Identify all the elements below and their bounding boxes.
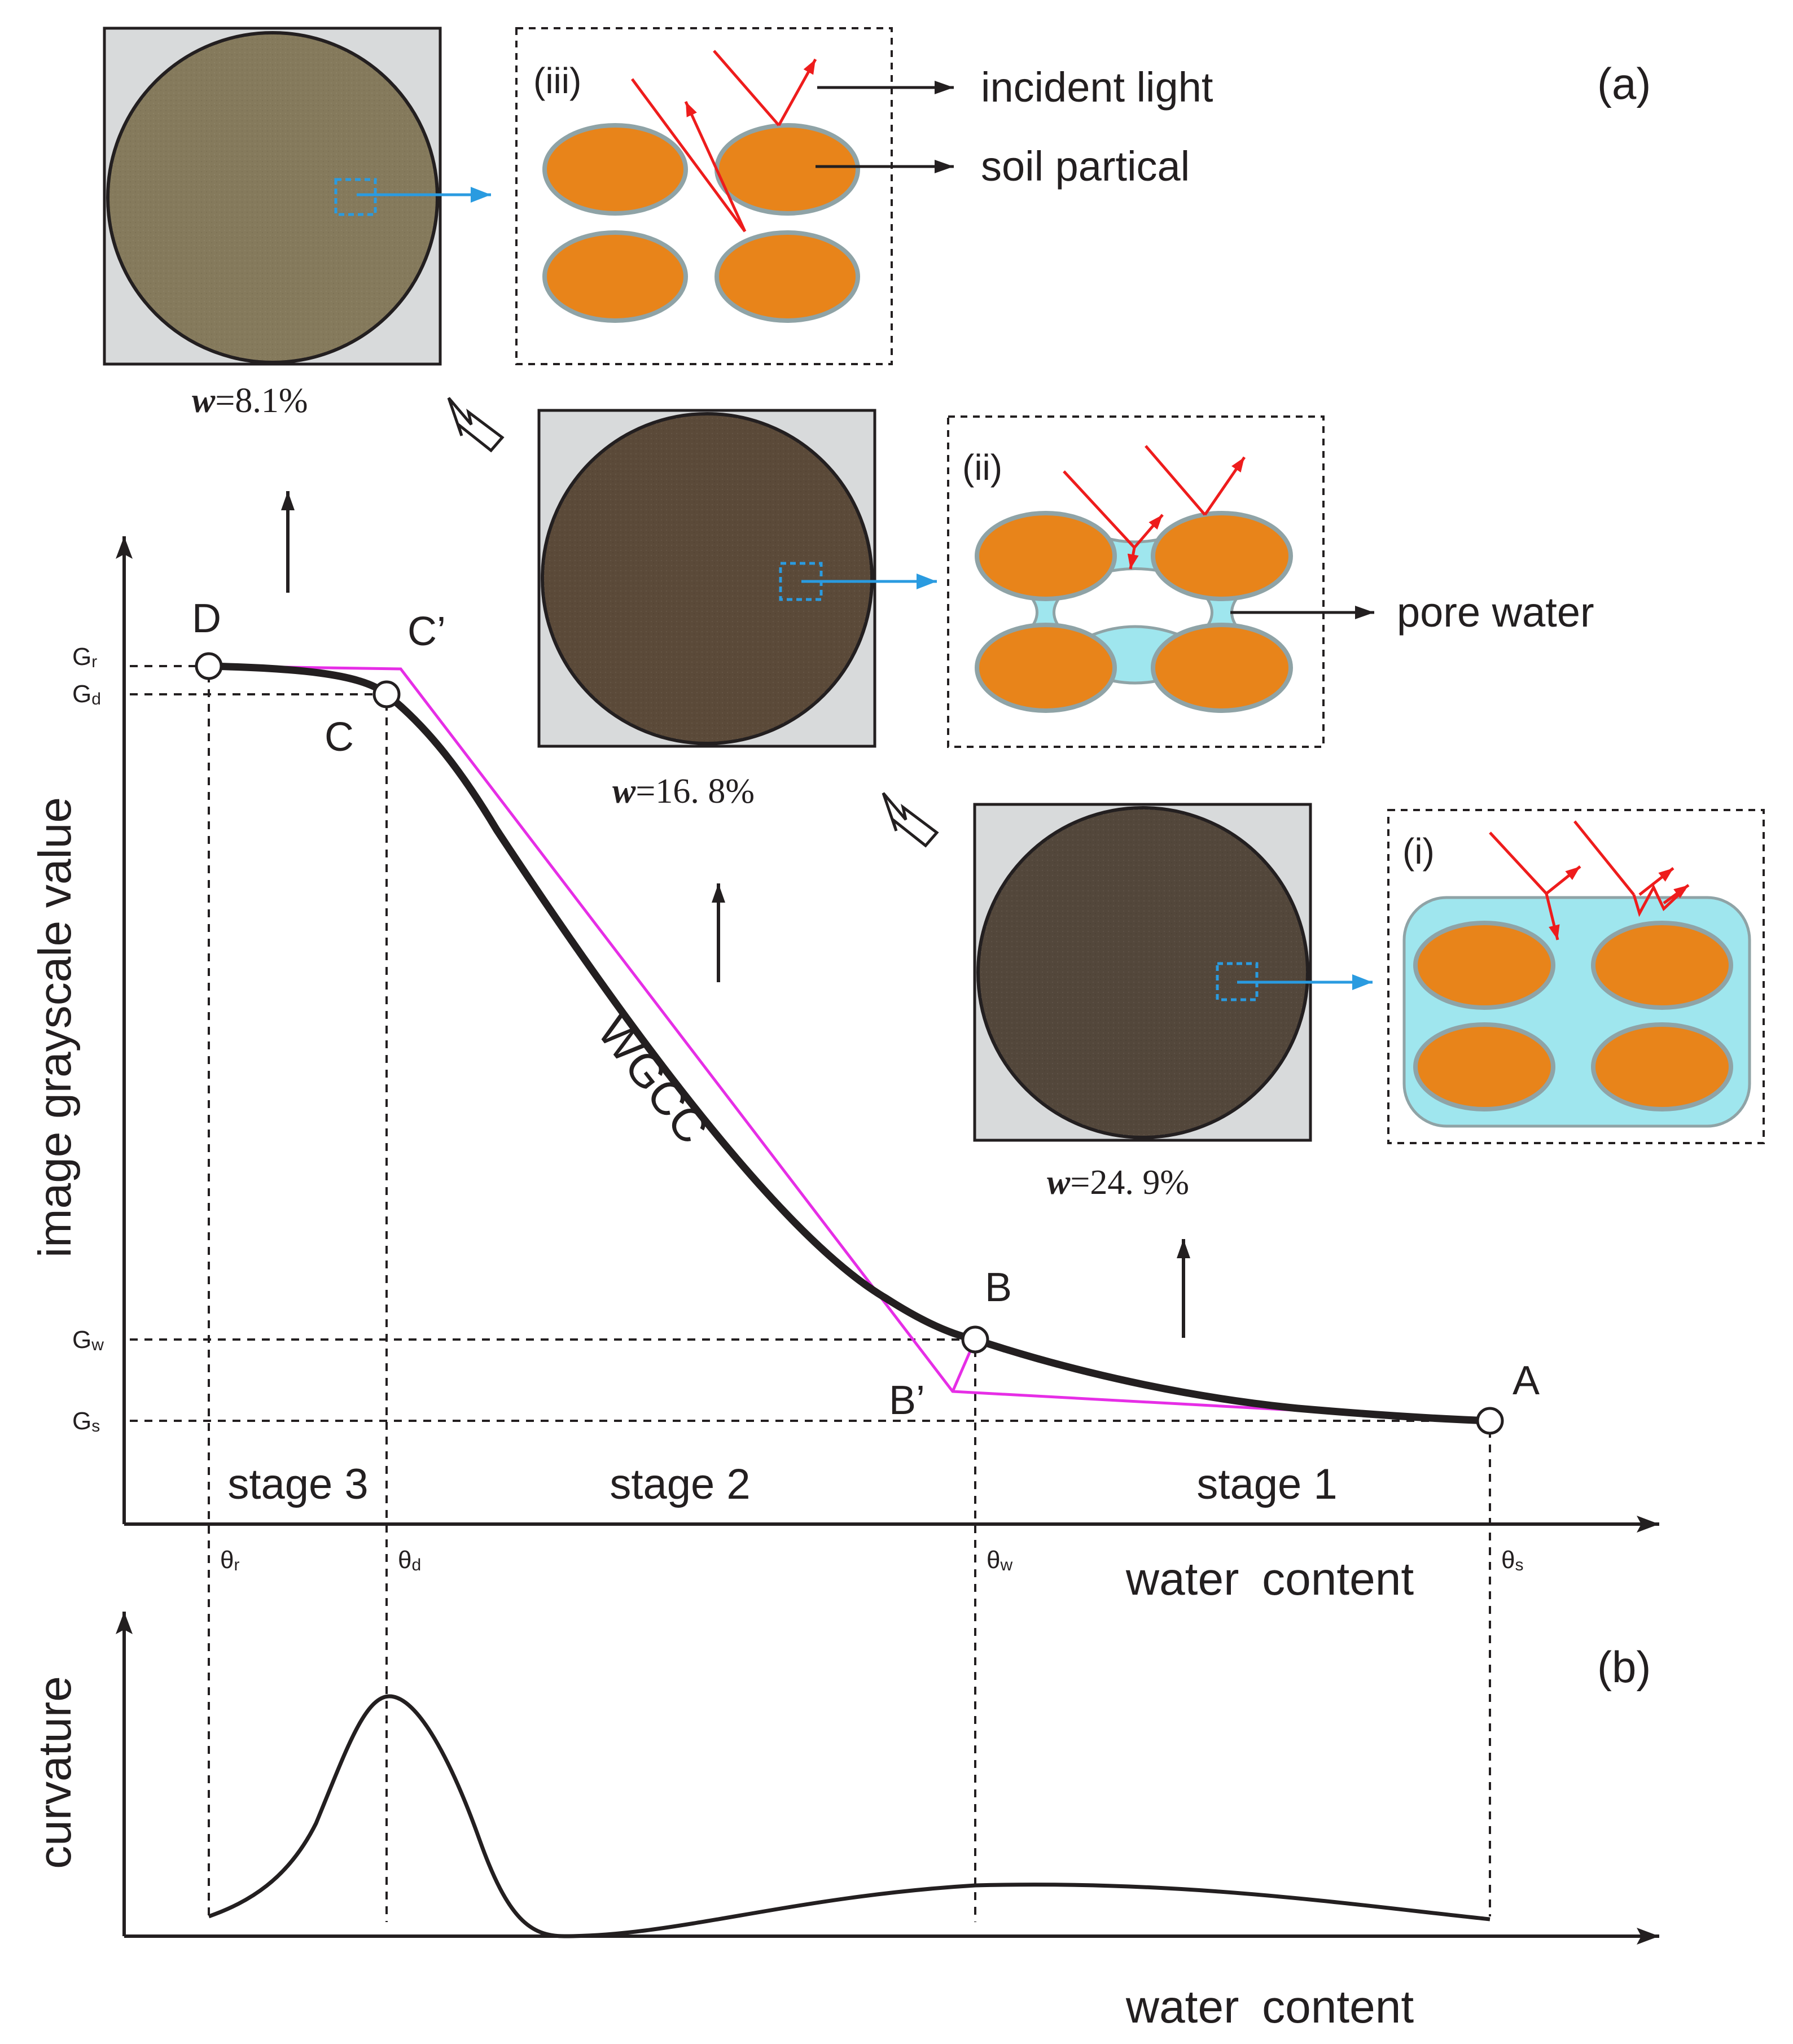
particle: [542, 123, 688, 216]
tick-gs: Gs: [72, 1407, 100, 1435]
label-a: A: [1513, 1358, 1540, 1403]
label-b: B: [985, 1265, 1012, 1310]
tick-gr: Gr: [72, 643, 97, 671]
point-d: [195, 652, 223, 680]
annotation-incident-light: incident light: [981, 64, 1213, 111]
top-axes: [116, 536, 1659, 1533]
particle: [1151, 623, 1293, 713]
annotation-pore-water: pore water: [1397, 589, 1594, 636]
tick-gd: Gd: [72, 680, 101, 708]
sample-dry-roi: [334, 178, 377, 216]
label-c: C: [325, 715, 354, 760]
sample-dry-label: w=8.1%: [192, 382, 308, 420]
particle: [714, 123, 860, 216]
label-cp: C’: [407, 609, 446, 654]
sample-photo-dry: [103, 27, 491, 366]
particle: [714, 230, 860, 323]
key-points: [195, 652, 1504, 1435]
particle: [1413, 921, 1555, 1010]
x-tick-labels: θr θd θw θs: [220, 1546, 1523, 1574]
tick-theta-r: θr: [220, 1546, 239, 1574]
inset-iii: [515, 27, 954, 365]
sample-wet-label: w=24. 9%: [1047, 1163, 1189, 1202]
point-labels: D C’ C B B’ A: [192, 596, 1540, 1423]
stage-arrows: [281, 491, 1190, 1338]
inset-i: [1387, 809, 1765, 1144]
particle: [975, 511, 1117, 601]
inset-i-label: (i): [1402, 831, 1435, 872]
bottom-x-axis-label: water content: [1125, 1981, 1414, 2033]
bottom-y-axis-label: curvature: [29, 1676, 81, 1869]
curve-label-wgcc: WGCC: [588, 1006, 718, 1154]
inset-ii-label: (ii): [962, 447, 1002, 488]
sample-photo-wet: [973, 803, 1373, 1142]
bottom-axes: [116, 1612, 1659, 1945]
point-b: [961, 1325, 989, 1354]
panel-label-a: (a): [1597, 59, 1651, 108]
top-y-axis-label: image grayscale value: [29, 797, 81, 1258]
top-x-axis-label: water content: [1125, 1553, 1414, 1605]
piecewise-fit-line: [208, 664, 1490, 1423]
annotation-soil-particle: soil partical: [981, 143, 1190, 190]
particle: [1151, 511, 1293, 601]
panel-label-b: (b): [1597, 1642, 1651, 1692]
guide-lines: [130, 665, 1491, 1922]
inset-iii-label: (iii): [533, 60, 581, 101]
particle: [1591, 1022, 1733, 1111]
stage-1-label: stage 1: [1196, 1460, 1337, 1508]
curvature-curve: [208, 1694, 1490, 1938]
stage-labels: stage 3 stage 2 stage 1: [227, 1460, 1337, 1508]
stage-3-label: stage 3: [227, 1460, 368, 1508]
tick-theta-d: θd: [398, 1546, 421, 1574]
tick-gw: Gw: [72, 1326, 104, 1354]
hollow-arrow-1: [447, 397, 505, 453]
hollow-arrow-2: [882, 792, 939, 848]
hollow-arrows: [447, 397, 939, 848]
y-tick-labels: Gr Gd Gw Gs: [72, 643, 104, 1435]
particle: [1591, 921, 1733, 1010]
stage-2-label: stage 2: [610, 1460, 750, 1508]
sample-mid-label: w=16. 8%: [612, 772, 755, 811]
tick-theta-w: θw: [987, 1546, 1012, 1574]
particle: [542, 230, 688, 323]
label-bp: B’: [889, 1378, 925, 1423]
point-c: [372, 680, 401, 708]
inset-ii: [947, 415, 1374, 748]
point-a: [1476, 1407, 1504, 1435]
sample-photo-mid: [537, 409, 937, 748]
particle: [975, 623, 1117, 713]
particle: [1413, 1022, 1555, 1111]
tick-theta-s: θs: [1501, 1546, 1523, 1574]
label-d: D: [192, 596, 221, 641]
